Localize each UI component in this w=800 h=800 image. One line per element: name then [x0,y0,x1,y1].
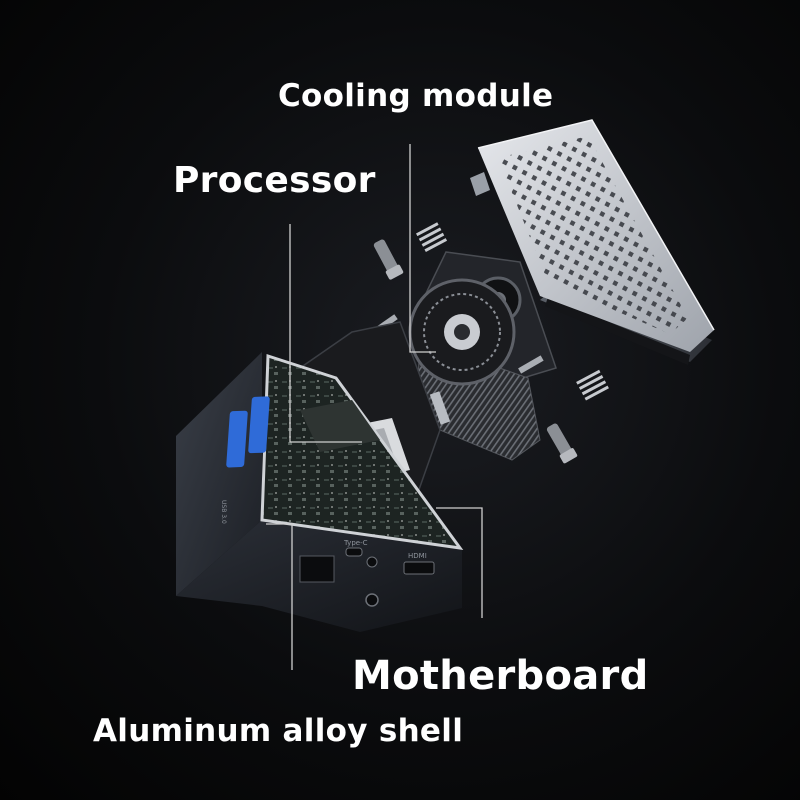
screws [373,239,578,464]
hdmi-port [403,561,435,575]
top-cover-vent-slots [545,297,690,365]
springs [416,222,609,401]
leader-line-cooling [409,144,436,353]
leader-line-shell [266,523,293,670]
processor-label: Processor [173,160,376,201]
cooling-module-label: Cooling module [278,78,554,114]
motherboard [260,353,464,550]
type-c-port [345,547,363,557]
usb-a-port-2 [248,396,270,454]
cooling-module [408,278,541,461]
aluminum-shell-label: Aluminum alloy shell [93,713,464,749]
aluminum-shell: USB 3.0 Type-C HDMI [176,352,464,632]
lan-port [299,555,335,583]
usb-a-port-1 [226,410,248,468]
top-cover-perforation [498,136,688,334]
leader-lines [266,144,483,670]
leader-line-processor [289,224,362,443]
type-c-print: Type-C [343,539,368,547]
top-cover [470,119,715,365]
power-button [366,556,378,568]
motherboard-label: Motherboard [352,653,649,699]
leader-line-motherboard [436,507,483,618]
hdmi-print: HDMI [408,552,427,560]
audio-jack [365,593,379,607]
usb-a-print: USB 3.0 [220,500,227,524]
